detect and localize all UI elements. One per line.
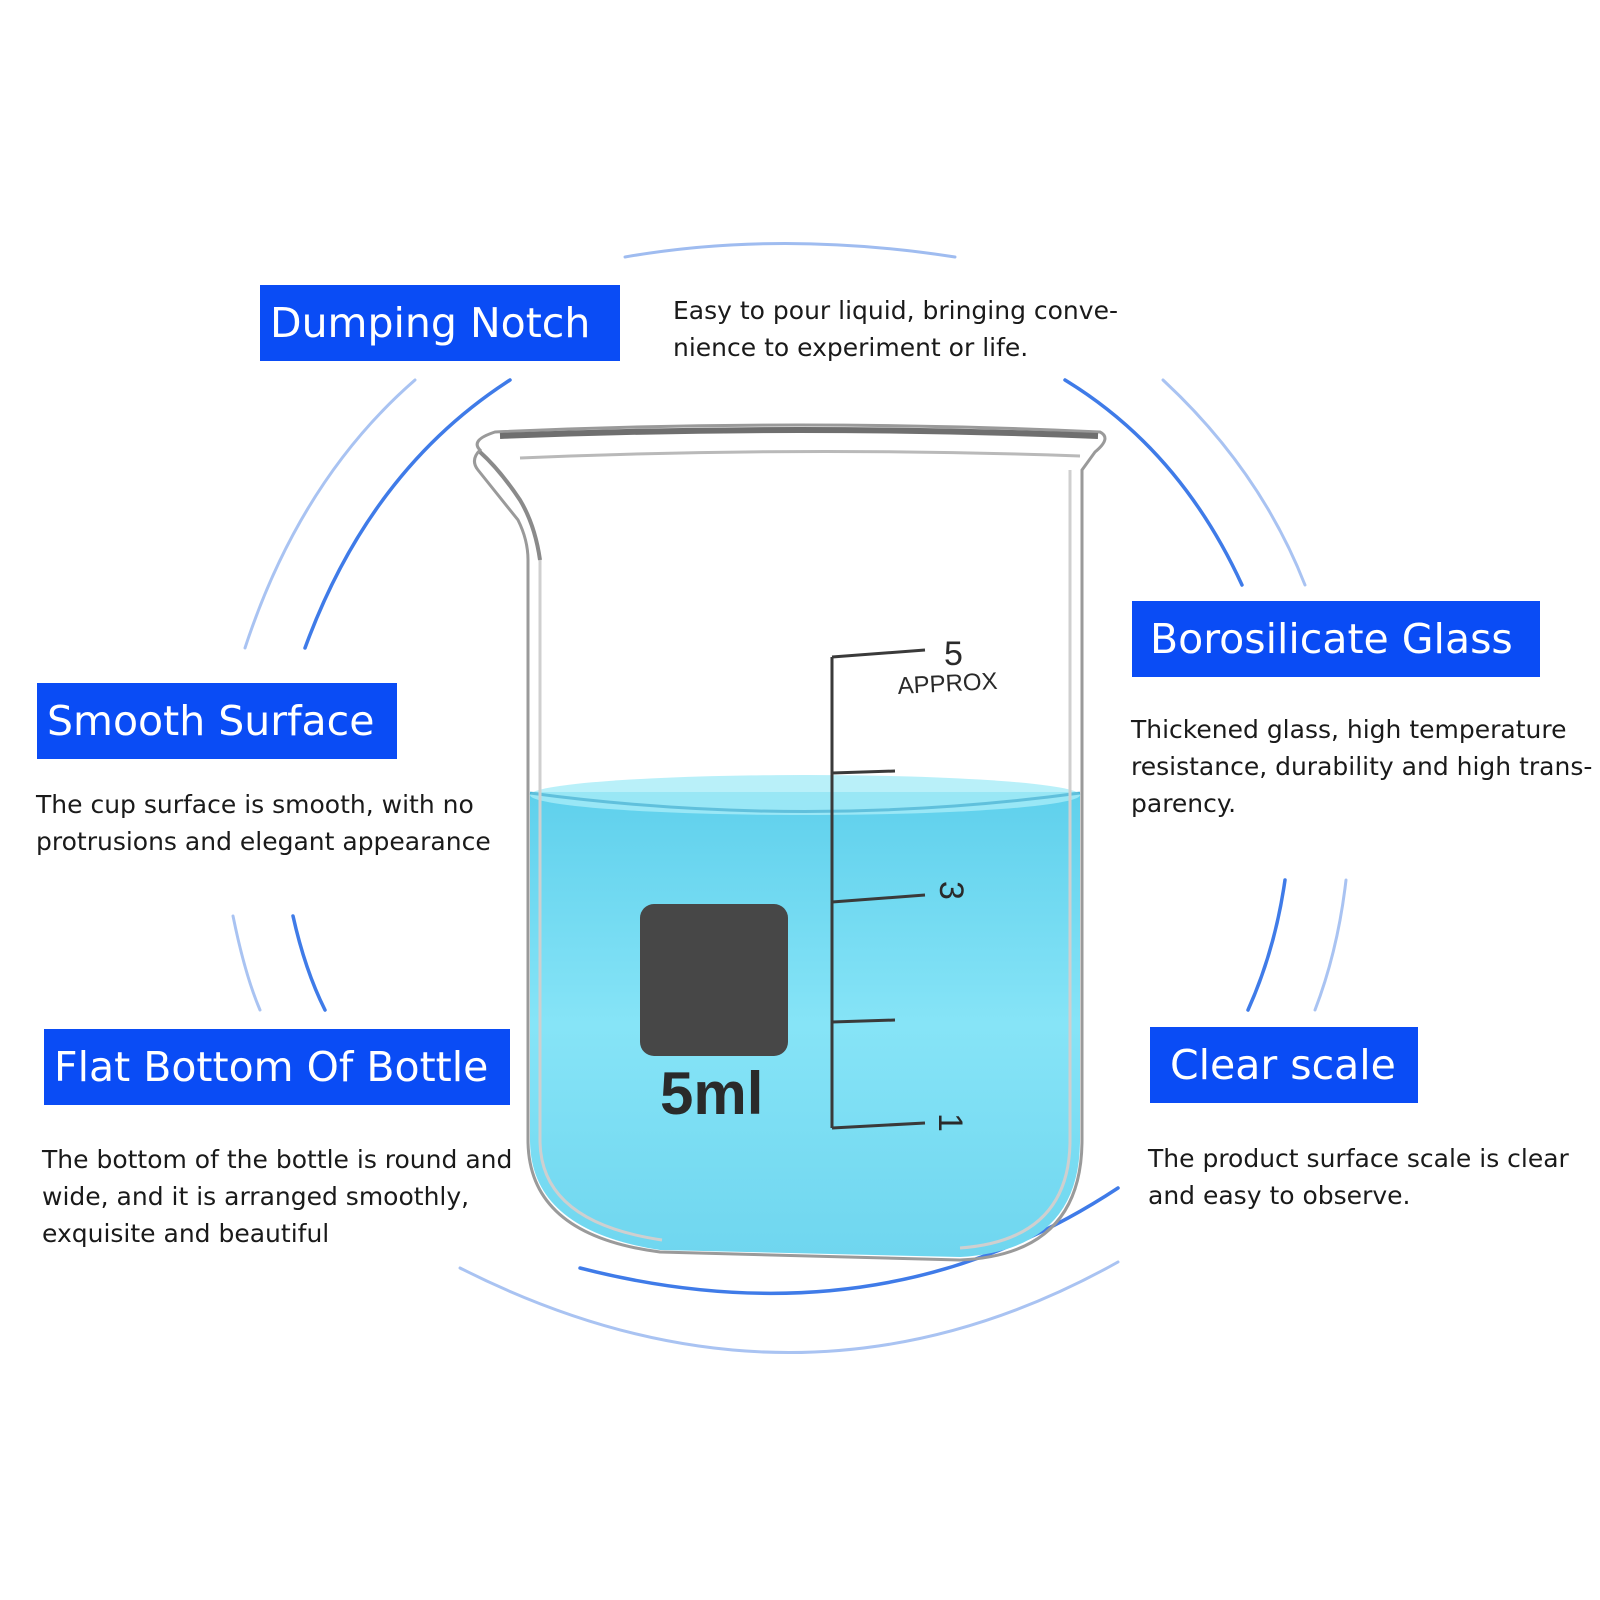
tick-5 bbox=[831, 648, 926, 659]
desc-line: protrusions and elegant appearance bbox=[36, 827, 491, 856]
dumping-notch-spout bbox=[478, 450, 542, 561]
tag-borosilicate-glass: Borosilicate Glass bbox=[1132, 601, 1540, 677]
beaker-outline bbox=[473, 423, 1107, 1262]
beaker: 5 APPROX 3 1 5ml bbox=[473, 423, 1107, 1262]
graduation-scale bbox=[830, 648, 926, 1130]
tag-flat-bottom: Flat Bottom Of Bottle bbox=[44, 1029, 510, 1105]
desc-borosilicate-glass: Thickened glass, high temperature resist… bbox=[1131, 711, 1592, 822]
arc-mid-left-outer bbox=[231, 914, 262, 1012]
desc-flat-bottom: The bottom of the bottle is round and wi… bbox=[42, 1141, 512, 1252]
desc-line: resistance, durability and high trans- bbox=[1131, 752, 1593, 781]
tick-1 bbox=[831, 1121, 926, 1130]
desc-line: nience to experiment or life. bbox=[673, 333, 1029, 362]
arc-mid-right-inner bbox=[1246, 878, 1287, 1012]
scale-mark-1: 1 bbox=[931, 1113, 969, 1132]
capacity-label: 5ml bbox=[660, 1060, 763, 1127]
desc-smooth-surface: The cup surface is smooth, with no protr… bbox=[36, 786, 491, 860]
desc-line: wide, and it is arranged smoothly, bbox=[42, 1182, 470, 1211]
beaker-inner-wall-left bbox=[538, 560, 663, 1242]
scale-mark-3: 3 bbox=[932, 881, 970, 900]
desc-line: Easy to pour liquid, bringing conve- bbox=[673, 296, 1118, 325]
beaker-rim-inner bbox=[519, 449, 1081, 460]
arc-upper-right-outer bbox=[1161, 378, 1307, 587]
writing-patch bbox=[640, 904, 788, 1056]
desc-line: exquisite and beautiful bbox=[42, 1219, 330, 1248]
arc-mid-left-inner bbox=[291, 914, 327, 1012]
liquid-surface bbox=[530, 775, 1080, 815]
arc-top bbox=[623, 242, 957, 259]
arc-mid-right-outer bbox=[1313, 878, 1348, 1012]
arc-upper-right-inner bbox=[1063, 378, 1244, 587]
arc-upper-left-outer bbox=[243, 378, 417, 650]
desc-clear-scale: The product surface scale is clear and e… bbox=[1148, 1140, 1569, 1214]
beaker-inner-wall-right bbox=[959, 470, 1072, 1250]
desc-line: The bottom of the bottle is round and bbox=[42, 1145, 513, 1174]
desc-line: parency. bbox=[1131, 789, 1237, 818]
arc-bottom-outer bbox=[458, 1260, 1120, 1354]
desc-line: The cup surface is smooth, with no bbox=[36, 790, 474, 819]
tick-3 bbox=[831, 893, 926, 904]
tick-2 bbox=[831, 1018, 896, 1024]
scale-mark-5: 5 bbox=[944, 635, 963, 673]
arc-upper-left-inner bbox=[303, 378, 512, 650]
beaker-rim bbox=[499, 427, 1099, 439]
liquid bbox=[530, 792, 1080, 1257]
tag-dumping-notch: Dumping Notch bbox=[260, 285, 620, 361]
tag-clear-scale: Clear scale bbox=[1150, 1027, 1418, 1103]
tick-4 bbox=[831, 769, 896, 775]
desc-line: and easy to observe. bbox=[1148, 1181, 1411, 1210]
desc-dumping-notch: Easy to pour liquid, bringing conve- nie… bbox=[673, 292, 1118, 366]
tag-smooth-surface: Smooth Surface bbox=[37, 683, 397, 759]
liquid-meniscus bbox=[529, 791, 1081, 813]
desc-line: The product surface scale is clear bbox=[1148, 1144, 1569, 1173]
approx-label: APPROX bbox=[897, 668, 998, 700]
desc-line: Thickened glass, high temperature bbox=[1131, 715, 1567, 744]
